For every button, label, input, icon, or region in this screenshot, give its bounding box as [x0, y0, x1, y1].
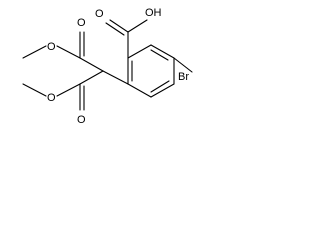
- upper-carbonyl-to-ether-o-bond: [56, 45, 81, 59]
- ring-inner-double-2: [150, 49, 169, 61]
- upper-carbonyl-oxygen-label: O: [77, 17, 86, 29]
- carboxyl-c-o-double-bond-inner: [105, 22, 125, 36]
- ring-to-bromine-bond: [173, 57, 193, 73]
- upper-ether-oxygen-label: O: [47, 41, 56, 53]
- molecule-structure: OH O Br O O O O: [22, 7, 193, 126]
- ring-bond-5: [127, 83, 152, 98]
- lower-ether-oxygen-label: O: [47, 92, 56, 104]
- upper-ether-o-to-methyl-bond: [22, 45, 47, 59]
- ring-bond-4: [150, 83, 175, 98]
- carboxyl-hydroxyl-label: OH: [145, 7, 162, 19]
- central-to-upper-carbonyl-bond: [79, 57, 104, 72]
- ring-inner-double-3: [150, 80, 170, 93]
- benzene-ring: [127, 44, 175, 98]
- structure-canvas: OH O Br O O O O: [0, 0, 208, 144]
- ring-to-central-carbon-bond: [102, 70, 129, 85]
- central-to-lower-carbonyl-bond: [79, 70, 104, 85]
- lower-ether-o-to-methyl-bond: [22, 83, 47, 97]
- malonate-branch: O O O O: [22, 17, 129, 126]
- bromine-substituent: Br: [173, 57, 193, 83]
- bromine-label: Br: [178, 71, 189, 83]
- carboxylic-acid-group: OH O: [95, 7, 162, 59]
- ring-bond-2: [150, 44, 175, 59]
- lower-carbonyl-to-ether-o-bond: [56, 83, 81, 97]
- lower-carbonyl-oxygen-label: O: [77, 114, 86, 126]
- carboxyl-carbonyl-oxygen-label: O: [95, 8, 104, 20]
- carboxyl-c-to-oh-bond: [127, 19, 148, 33]
- ring-bond-1: [127, 44, 152, 59]
- carboxyl-c-o-double-bond-outer: [109, 19, 129, 33]
